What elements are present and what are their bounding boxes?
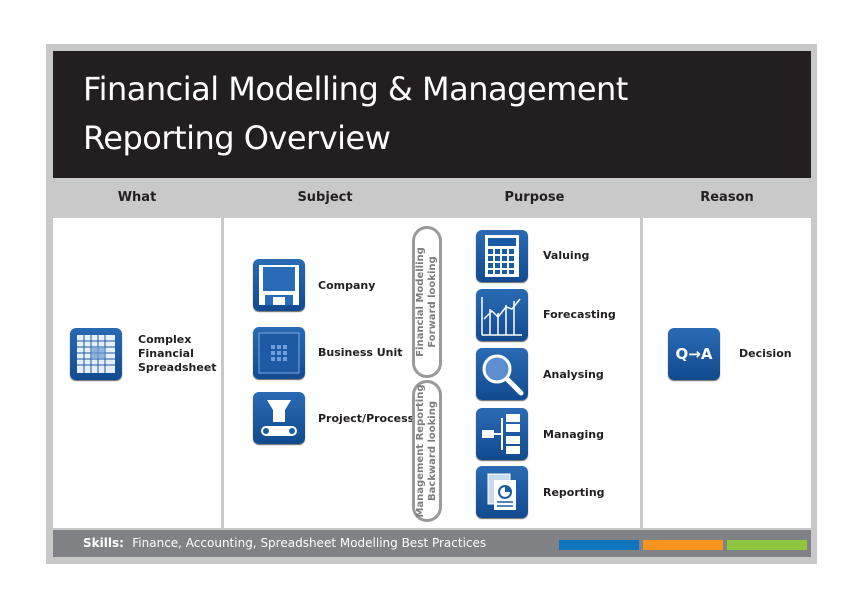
purpose-label-reporting: Reporting: [543, 486, 605, 499]
pill-top-line-2: Forward looking: [427, 256, 438, 348]
column-header-purpose: Purpose: [429, 181, 640, 215]
financial-modelling-pill-text: Financial Modelling Forward looking: [415, 247, 439, 357]
purpose-label-valuing: Valuing: [543, 249, 590, 262]
what-label-line-3: Spreadsheet: [138, 361, 217, 374]
management-reporting-pill: Management Reporting Backward looking: [412, 380, 442, 522]
pill-bottom-line-2: Backward looking: [427, 400, 438, 502]
management-reporting-pill-text: Management Reporting Backward looking: [415, 384, 439, 517]
column-header-what: What: [53, 181, 221, 215]
spreadsheet-icon: [70, 328, 122, 380]
footer-bar-orange: [643, 540, 723, 550]
financial-modelling-pill: Financial Modelling Forward looking: [412, 226, 442, 378]
what-label-line-2: Financial: [138, 347, 194, 360]
question-answer-icon-text: Q→A: [675, 345, 713, 363]
subject-label-project-process: Project/Process: [318, 412, 415, 425]
title-line-1: Financial Modelling & Management: [83, 70, 628, 108]
subject-label-company: Company: [318, 279, 376, 292]
column-header-reason: Reason: [643, 181, 811, 215]
purpose-label-forecasting: Forecasting: [543, 308, 616, 321]
question-answer-icon: Q→A: [668, 328, 720, 380]
skills-footer: Skills: Finance, Accounting, Spreadsheet…: [53, 530, 811, 557]
calculator-icon: [476, 230, 528, 282]
pill-bottom-line-1: Management Reporting: [415, 384, 426, 518]
business-unit-icon: [253, 327, 305, 379]
report-pages-icon: [476, 466, 528, 518]
skills-text-line: Skills: Finance, Accounting, Spreadsheet…: [83, 530, 486, 557]
footer-bar-blue: [559, 540, 639, 550]
what-label: Complex Financial Spreadsheet: [138, 333, 217, 375]
skills-label: Skills:: [83, 536, 124, 550]
purpose-label-analysing: Analysing: [543, 368, 604, 381]
reason-label: Decision: [739, 347, 792, 360]
pill-top-line-1: Financial Modelling: [415, 247, 426, 357]
forecast-chart-icon: [476, 289, 528, 341]
footer-bar-green: [727, 540, 807, 550]
header-divider: [426, 181, 429, 215]
title-bar: Financial Modelling & Management Reporti…: [53, 51, 811, 178]
purpose-label-managing: Managing: [543, 428, 604, 441]
magnifier-icon: [476, 348, 528, 400]
company-icon: [253, 259, 305, 311]
project-process-icon: [253, 392, 305, 444]
page-title: Financial Modelling & Management Reporti…: [83, 65, 763, 163]
skills-text: Finance, Accounting, Spreadsheet Modelli…: [132, 536, 487, 550]
title-line-2: Reporting Overview: [83, 119, 391, 157]
org-chart-icon: [476, 408, 528, 460]
subject-label-business-unit: Business Unit: [318, 346, 403, 359]
column-header-subject: Subject: [224, 181, 426, 215]
what-label-line-1: Complex: [138, 333, 192, 346]
